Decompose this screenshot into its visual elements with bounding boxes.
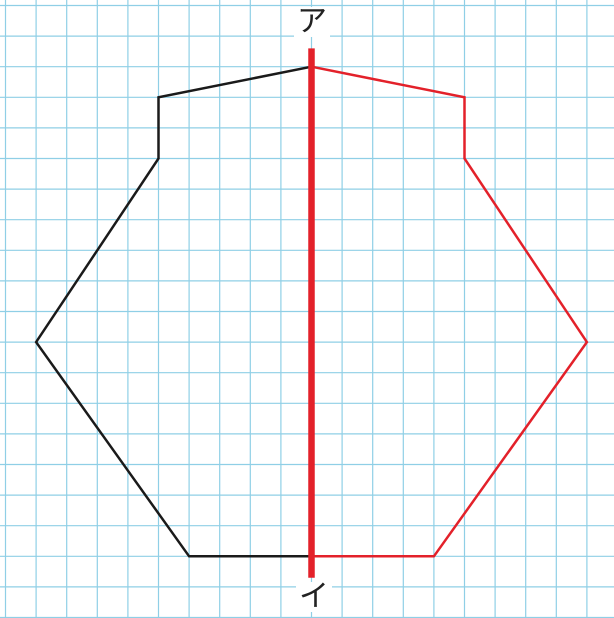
axis-label-top: ア xyxy=(294,7,330,37)
left-half-outline xyxy=(34,65,312,558)
axis-label-bottom: イ xyxy=(296,582,332,612)
right-half-outline xyxy=(311,65,589,558)
